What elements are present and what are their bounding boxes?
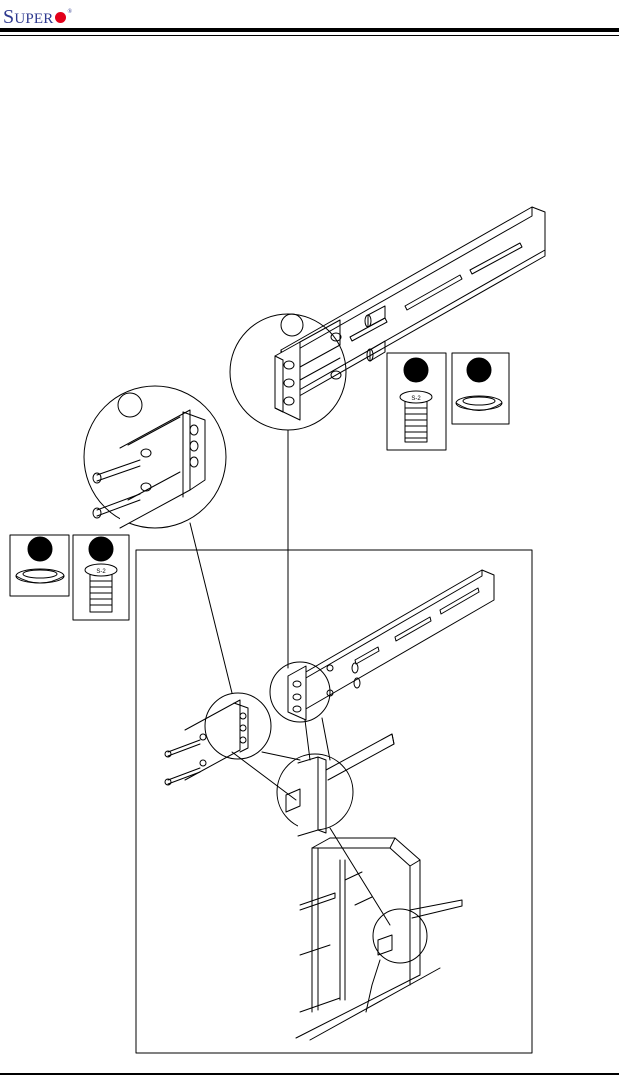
leader-line-rear xyxy=(190,523,232,693)
footer-rule xyxy=(0,1073,619,1075)
zoom-circle-rack xyxy=(373,909,427,963)
rear-bracket-detail xyxy=(93,410,205,528)
rack-frame xyxy=(296,838,462,1040)
outer-rail-detail xyxy=(275,207,545,420)
screw-head-label-top: S-2 xyxy=(411,396,421,402)
leader-line-post-rack xyxy=(330,828,390,925)
washer-callout-top xyxy=(452,353,509,424)
screw-callout-left xyxy=(73,535,129,620)
leader-lines-rear-post xyxy=(232,752,300,800)
callout-circle-a xyxy=(281,314,303,336)
assembly-panel-frame xyxy=(136,550,532,1053)
washer-callout-left xyxy=(10,535,69,596)
assembled-rear-bracket xyxy=(165,700,248,785)
screw-head-label-left: S-2 xyxy=(96,569,106,575)
callout-circle-b xyxy=(118,393,142,417)
assembled-rail xyxy=(288,570,494,720)
